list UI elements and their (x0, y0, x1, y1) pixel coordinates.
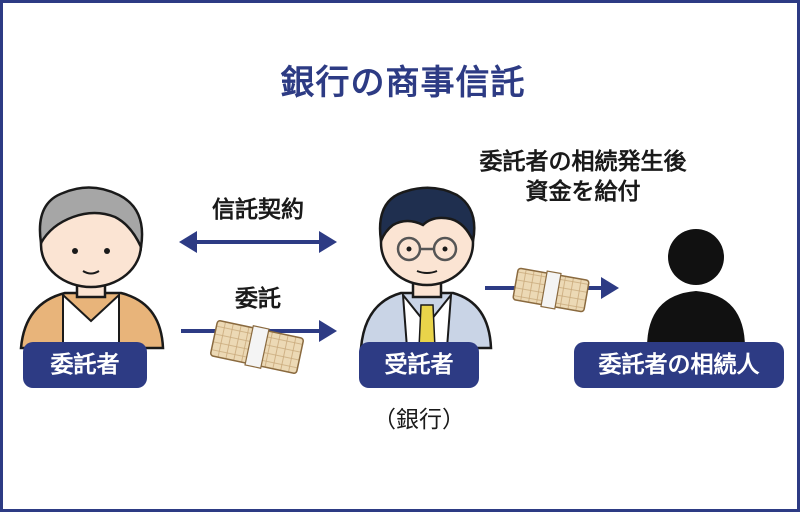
entrust-label: 委託 (235, 286, 281, 312)
contract-double-arrow (179, 231, 337, 253)
money-bundle-icon (210, 320, 304, 374)
page-title: 銀行の商事信託 (280, 63, 526, 103)
settlor-badge: 委託者 (23, 342, 147, 388)
diagram-artwork (19, 186, 745, 374)
trustee-badge: 受託者 (359, 342, 479, 388)
money-bundle-icon (512, 267, 590, 313)
trustee-note: （銀行） (373, 407, 465, 433)
settlor-illustration (19, 186, 165, 350)
trustee-illustration (359, 186, 493, 350)
contract-label: 信託契約 (212, 197, 304, 223)
heir-silhouette (647, 229, 745, 348)
payout-label-line1: 委託者の相続発生後 (479, 149, 687, 175)
payout-label-line2: 資金を給付 (525, 179, 641, 205)
heir-badge: 委託者の相続人 (574, 342, 784, 388)
